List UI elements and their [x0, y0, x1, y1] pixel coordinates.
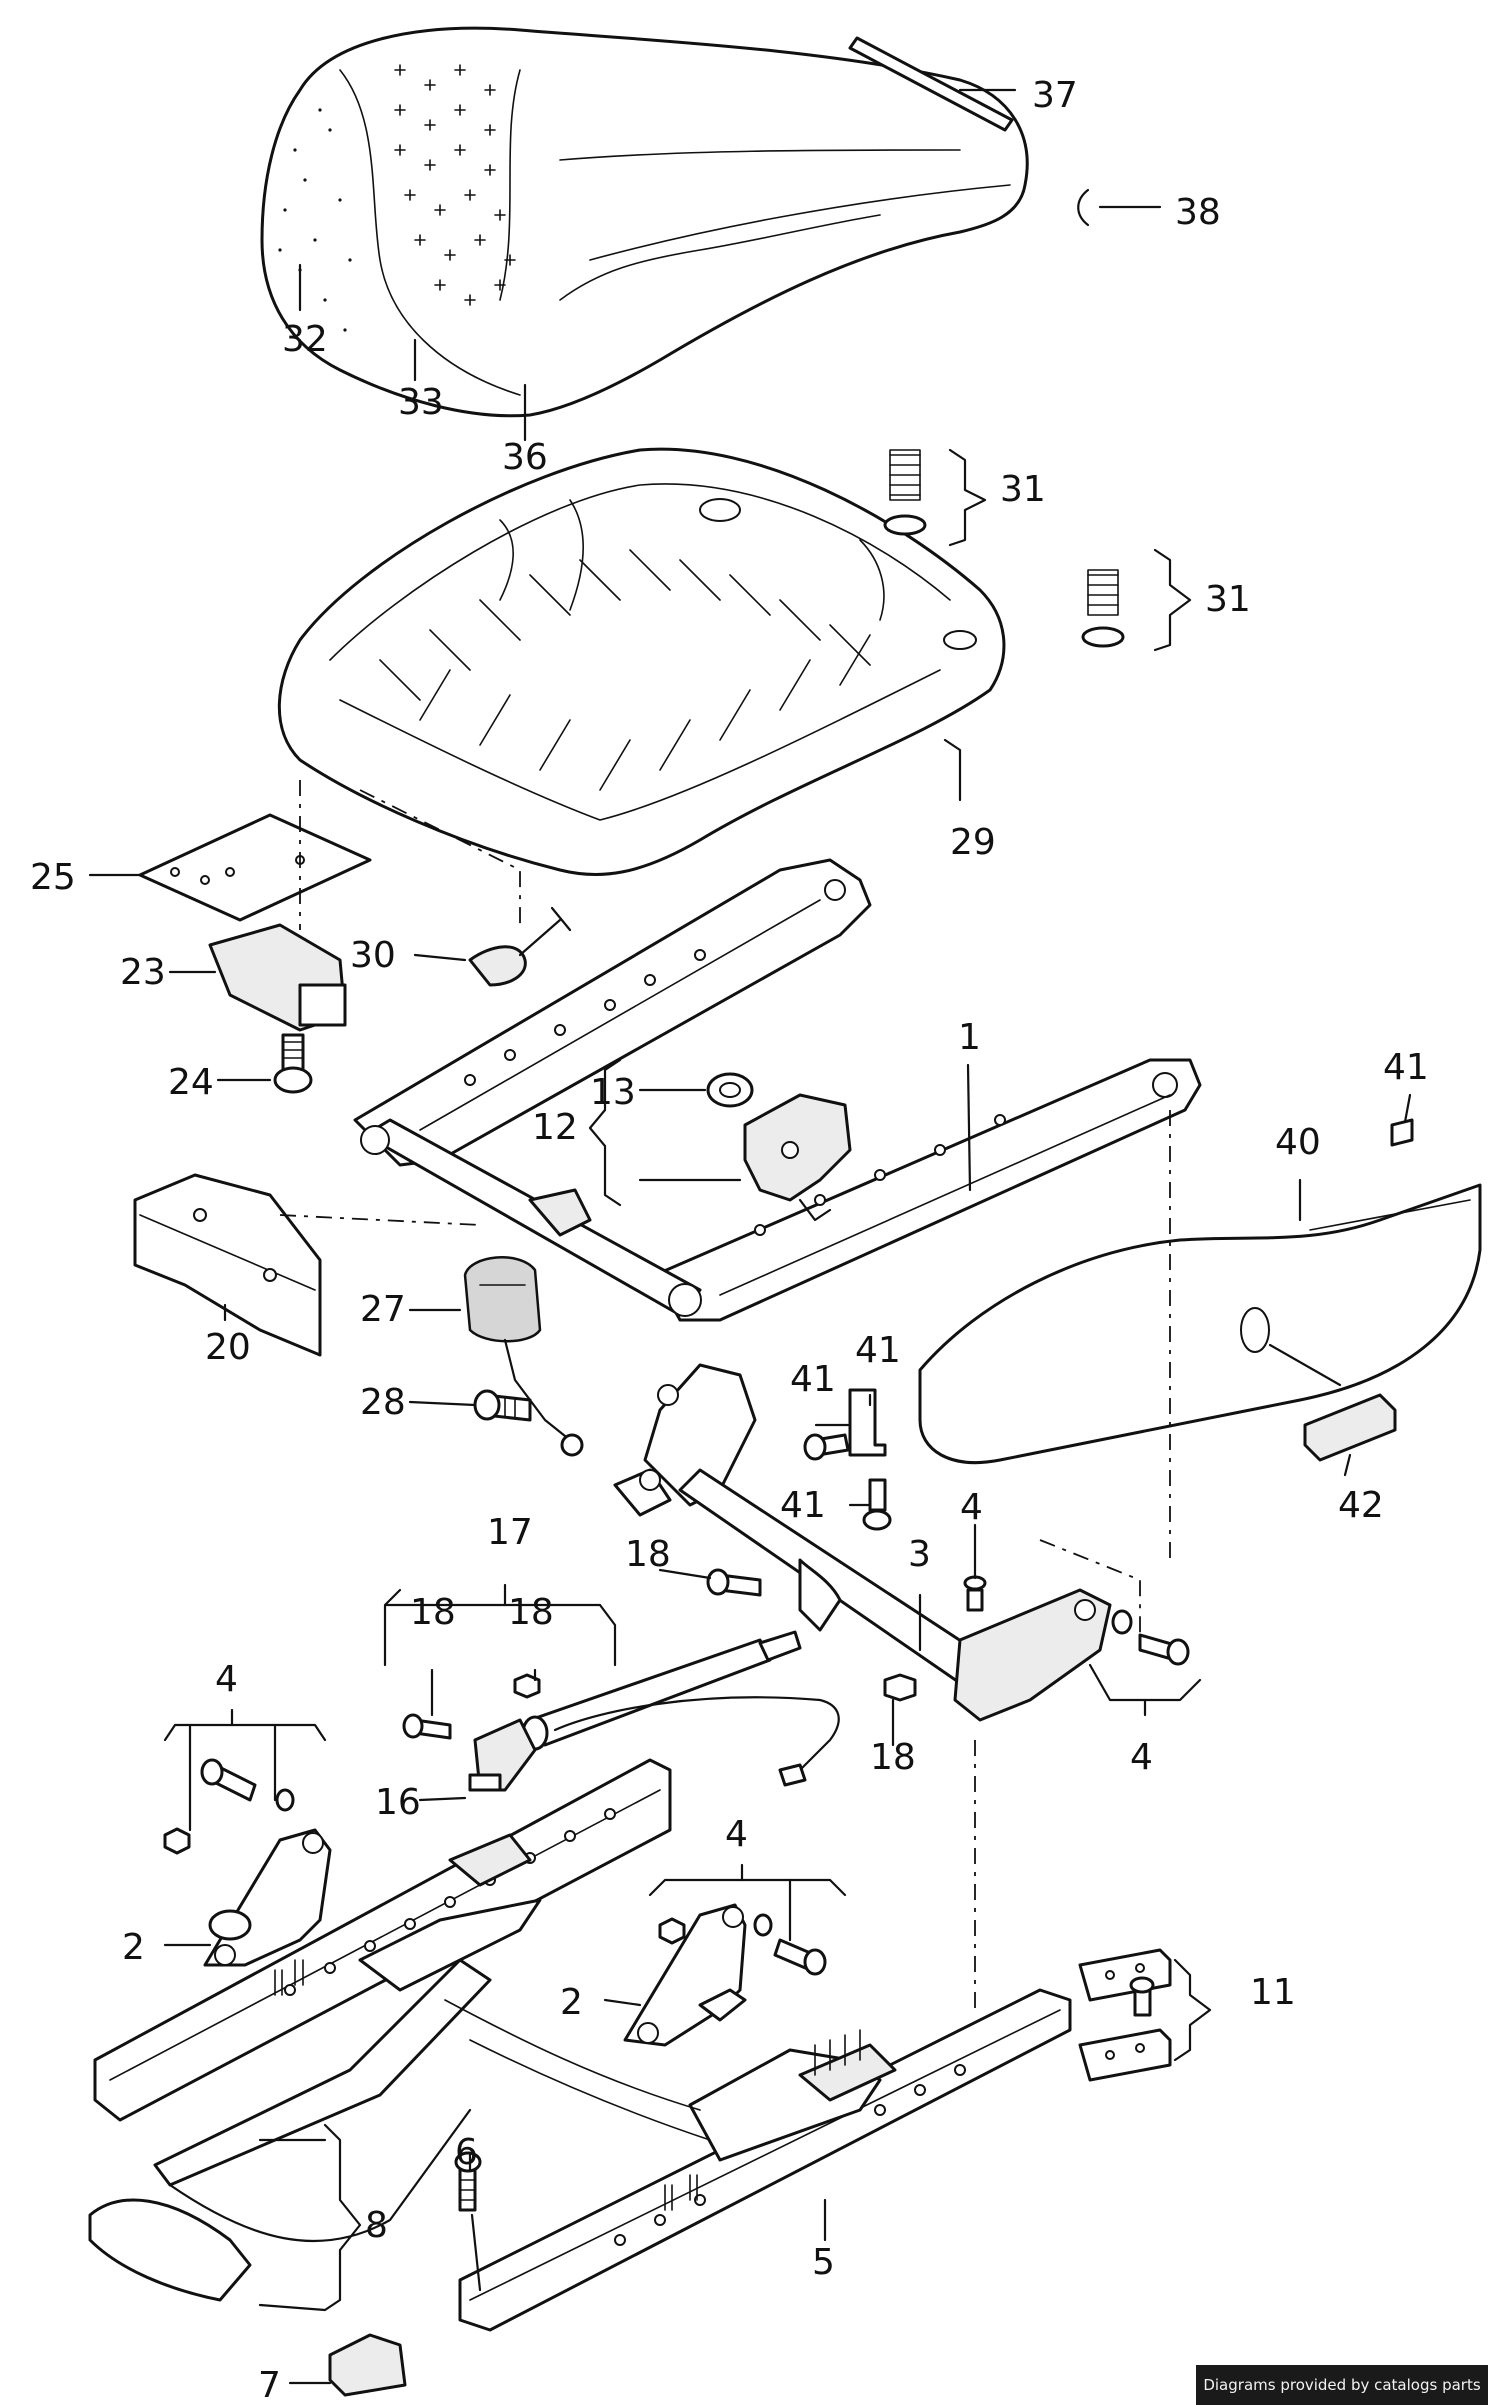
- callout-42: 42: [1338, 1485, 1384, 1526]
- washer-4-left: [275, 1788, 295, 1812]
- side-bracket-20: [133, 1173, 322, 1357]
- washer-4: [1111, 1609, 1133, 1635]
- callout-2-left: 2: [122, 1927, 145, 1968]
- screw-4-vertical: [966, 1588, 984, 1612]
- nut-18-left: [513, 1673, 541, 1699]
- callout-12: 12: [532, 1107, 578, 1148]
- callout-8: 8: [365, 2205, 388, 2246]
- callout-3: 3: [908, 1534, 931, 1575]
- seat-rail-right: [458, 1988, 1072, 2332]
- cushion-quilting: [394, 64, 516, 306]
- callout-29: 29: [950, 822, 996, 863]
- seat-pan-frame: [277, 447, 1006, 877]
- clip-41-a: [848, 1388, 887, 1457]
- mounting-bracket-right: [623, 1903, 747, 2047]
- leader-lines: [88, 88, 1412, 2385]
- callout-18-right: 18: [870, 1737, 916, 1778]
- callout-18-mid: 18: [508, 1592, 554, 1633]
- callout-4-left: 4: [215, 1659, 238, 1700]
- callout-30: 30: [350, 935, 396, 976]
- callout-32: 32: [282, 319, 328, 360]
- bracket-11-bottom: [1078, 2028, 1172, 2082]
- callout-33: 33: [398, 382, 444, 423]
- seat-frame-upper: [353, 858, 1202, 1322]
- callout-13: 13: [590, 1072, 636, 1113]
- handle-42: [1303, 1393, 1397, 1462]
- seat-belt-buckle: [463, 1256, 542, 1343]
- clip-41-top: [1390, 1118, 1414, 1147]
- screw-11: [1133, 1988, 1152, 2017]
- callout-24: 24: [168, 1062, 214, 1103]
- nut-18: [883, 1673, 917, 1702]
- callout-2-right: 2: [560, 1982, 583, 2023]
- bracket-11-top: [1078, 1948, 1172, 2002]
- callout-7: 7: [258, 2365, 281, 2405]
- callout-41-c: 41: [780, 1485, 826, 1526]
- callout-31-upper: 31: [1000, 469, 1046, 510]
- spring-lower: [1081, 569, 1125, 648]
- credit-footer: Diagrams provided by catalogs parts: [1196, 2365, 1488, 2405]
- callout-18-left: 18: [410, 1592, 456, 1633]
- side-trim-40: [918, 1183, 1482, 1465]
- callout-37: 37: [1032, 75, 1078, 116]
- clip-ring: [1077, 188, 1090, 227]
- callout-4-lower: 4: [725, 1814, 748, 1855]
- callout-31-lower: 31: [1205, 579, 1251, 620]
- seat-rail-left: [93, 1758, 672, 2122]
- callout-38: 38: [1175, 192, 1221, 233]
- callout-6: 6: [455, 2132, 478, 2173]
- callout-20: 20: [205, 1327, 251, 1368]
- spring-upper: [883, 449, 927, 536]
- callout-40: 40: [1275, 1122, 1321, 1163]
- bracket-plate: [138, 813, 372, 922]
- callout-36: 36: [502, 437, 548, 478]
- callout-25: 25: [30, 857, 76, 898]
- nut-4-left: [163, 1827, 191, 1855]
- mounting-bracket-left: [203, 1828, 332, 1967]
- gas-spring: [473, 1630, 840, 1792]
- callout-5: 5: [812, 2242, 835, 2283]
- callout-4-top: 4: [960, 1487, 983, 1528]
- callout-41-b: 41: [855, 1330, 901, 1371]
- rear-cross-tube: [613, 1363, 1112, 1722]
- washer-4-right: [753, 1913, 773, 1937]
- callout-27: 27: [360, 1289, 406, 1330]
- nut-4-right: [658, 1917, 686, 1945]
- seat-cushion-cover: [260, 26, 1029, 418]
- stop-7: [328, 2333, 407, 2397]
- callout-17: 17: [487, 1512, 533, 1553]
- callout-18-top: 18: [625, 1534, 671, 1575]
- plug-16: [468, 1773, 502, 1792]
- callout-16: 16: [375, 1782, 421, 1823]
- callout-1: 1: [958, 1017, 981, 1058]
- callout-28: 28: [360, 1382, 406, 1423]
- bar-end-cap: [88, 2198, 252, 2302]
- callout-23: 23: [120, 952, 166, 993]
- clip-30: [468, 945, 527, 987]
- callout-41-top: 41: [1383, 1047, 1429, 1088]
- screw-41-b: [868, 1478, 887, 1512]
- callout-4-right: 4: [1130, 1737, 1153, 1778]
- callout-41-a: 41: [790, 1359, 836, 1400]
- callout-11: 11: [1250, 1972, 1296, 2013]
- bolt-screw: [281, 1033, 305, 1072]
- trim-strip: [848, 36, 1014, 132]
